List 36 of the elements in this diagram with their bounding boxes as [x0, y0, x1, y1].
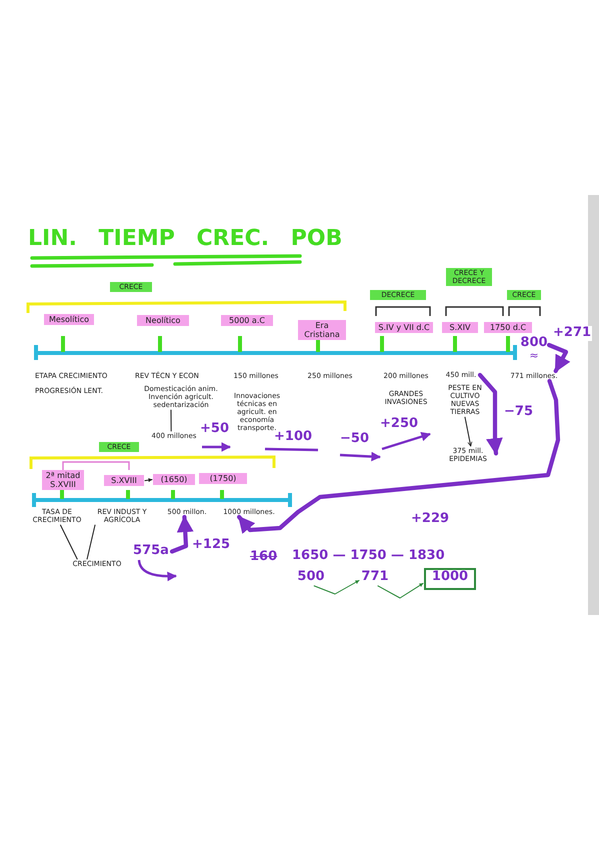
period-tag: (1750) [199, 473, 247, 484]
number-text: 500 [295, 570, 327, 585]
arrow [170, 514, 194, 554]
number-text: 575a [131, 544, 171, 559]
change-number: +50 [200, 422, 230, 437]
arrow [378, 582, 424, 598]
change-number: +100 [274, 430, 314, 445]
period-tag: Mesolítico [44, 314, 94, 326]
period-tag: 2ª mitad S.XVIII [42, 470, 84, 490]
years-sequence: 1650 — 1750 — 1830 [292, 549, 446, 564]
period-tag: (1650) [153, 474, 195, 486]
change-number: −50 [340, 432, 370, 447]
number-text: 800 [520, 336, 548, 351]
period-tag: S.IV y VII d.C [375, 322, 433, 334]
arrow [237, 378, 560, 534]
number-text: 771 [360, 570, 390, 585]
arrow [478, 372, 503, 456]
period-tag: Era Cristiana [298, 320, 346, 340]
crossed-out-number: 160 [250, 550, 276, 565]
change-number: +250 [380, 417, 420, 432]
period-tag: 1750 d.C [484, 322, 532, 334]
connector-line [86, 524, 96, 560]
title: LIN. TIEMP CREC. POB [28, 226, 342, 252]
approx-symbol: ≈ [528, 350, 540, 363]
edge-label: +271 [552, 326, 592, 341]
arrow [464, 416, 472, 446]
arrow [144, 478, 152, 482]
period-tag: Neolítico [137, 315, 189, 326]
period-tag: 5000 a.C [221, 315, 273, 326]
arrow [314, 580, 360, 594]
period-tag: S.XVIII [104, 475, 144, 486]
arrow [546, 342, 570, 374]
number-text: 1000 [424, 568, 476, 590]
connector-line [60, 524, 78, 560]
connector-line [170, 410, 172, 432]
period-tag: S.XIV [442, 322, 478, 334]
